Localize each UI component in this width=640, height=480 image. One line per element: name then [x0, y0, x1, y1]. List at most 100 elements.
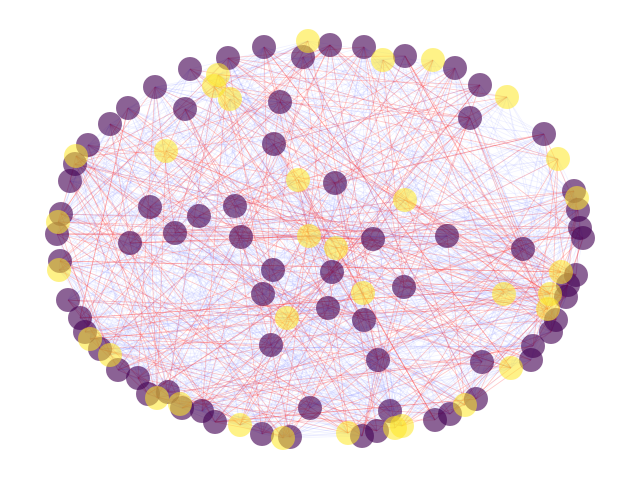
- edge-blue: [229, 98, 403, 427]
- edge-red: [404, 55, 524, 250]
- edge-blue: [75, 101, 281, 157]
- edge-red: [308, 235, 577, 276]
- edge-blue: [382, 59, 403, 427]
- edge-blue: [279, 46, 365, 103]
- edge-red: [59, 98, 231, 262]
- edge-blue: [137, 59, 384, 379]
- edge-red: [363, 46, 466, 406]
- edge-blue: [154, 86, 532, 361]
- edge-blue: [60, 74, 219, 215]
- edge-red: [165, 150, 242, 238]
- edge-red: [109, 123, 337, 249]
- edge-blue: [361, 59, 434, 437]
- edge-blue: [239, 56, 304, 426]
- edge-blue: [79, 144, 89, 319]
- edge-red: [382, 59, 549, 310]
- edge-blue: [117, 235, 310, 371]
- node-purple: [298, 396, 322, 420]
- edge-blue: [273, 143, 364, 294]
- node-purple: [118, 231, 142, 255]
- edge-blue: [75, 40, 309, 157]
- edge-blue: [60, 68, 191, 215]
- node-purple: [532, 122, 556, 146]
- edge-blue: [74, 163, 363, 437]
- edge-blue: [109, 123, 169, 393]
- edge-blue: [84, 247, 337, 333]
- edge-red: [334, 84, 481, 184]
- edge-red: [234, 117, 471, 207]
- edge-red: [75, 155, 532, 361]
- edge-red: [335, 247, 436, 421]
- edge-blue: [308, 133, 545, 237]
- node-yellow: [297, 224, 321, 248]
- edge-blue: [297, 179, 364, 294]
- edge-blue: [234, 205, 551, 295]
- edge-blue: [99, 242, 131, 350]
- edge-blue: [57, 221, 396, 429]
- edge-blue: [87, 144, 272, 346]
- edge-blue: [109, 123, 349, 434]
- edge-blue: [302, 56, 471, 119]
- edge-blue: [308, 190, 575, 237]
- edge-red: [147, 133, 545, 395]
- edge-blue: [270, 344, 284, 439]
- edge-blue: [273, 143, 505, 295]
- edge-red: [372, 238, 549, 310]
- edge-blue: [198, 215, 263, 435]
- edge-blue: [279, 101, 336, 184]
- edge-red: [361, 67, 456, 437]
- edge-blue: [213, 85, 236, 207]
- edge-blue: [109, 57, 229, 356]
- edge-red: [109, 123, 242, 238]
- edge-blue: [181, 59, 384, 409]
- edge-red: [59, 44, 331, 262]
- node-purple: [259, 333, 283, 357]
- edge-blue: [87, 143, 275, 146]
- edge-blue: [335, 247, 552, 333]
- edge-blue: [198, 215, 310, 237]
- node-yellow: [499, 356, 523, 380]
- edge-blue: [377, 293, 505, 361]
- edge-red: [74, 163, 577, 276]
- edge-blue: [297, 179, 337, 249]
- edge-blue: [67, 299, 291, 438]
- edge-blue: [89, 123, 111, 340]
- edge-blue: [302, 56, 477, 400]
- edge-red: [403, 117, 471, 288]
- edge-blue: [234, 59, 434, 207]
- edge-red: [279, 101, 405, 288]
- edge-red: [273, 143, 337, 249]
- edge-blue: [327, 307, 466, 406]
- edge-blue: [532, 133, 545, 347]
- edge-red: [174, 74, 219, 234]
- edge-blue: [109, 345, 534, 356]
- edge-red: [89, 338, 272, 346]
- edge-blue: [454, 67, 569, 286]
- edge-blue: [282, 359, 532, 439]
- edge-red: [376, 237, 584, 432]
- edge-blue: [147, 206, 151, 395]
- edge-blue: [213, 85, 549, 310]
- edge-blue: [198, 215, 448, 237]
- edge-red: [89, 293, 264, 340]
- edge-blue: [308, 235, 567, 298]
- edge-blue: [74, 163, 378, 432]
- edge-blue: [69, 180, 158, 399]
- edge-blue: [137, 293, 264, 379]
- edge-red: [363, 293, 551, 321]
- edge-blue: [184, 108, 577, 276]
- edge-blue: [189, 68, 378, 432]
- edge-blue: [129, 242, 216, 423]
- edge-blue: [239, 284, 569, 426]
- edge-red: [167, 44, 331, 393]
- node-purple: [323, 171, 347, 195]
- node-purple: [261, 258, 285, 282]
- edge-red: [263, 46, 310, 237]
- edge-blue: [201, 319, 365, 412]
- edge-blue: [214, 46, 365, 423]
- edge-blue: [217, 56, 304, 76]
- edge-red: [363, 46, 405, 288]
- edge-blue: [89, 237, 584, 340]
- edge-blue: [372, 238, 551, 295]
